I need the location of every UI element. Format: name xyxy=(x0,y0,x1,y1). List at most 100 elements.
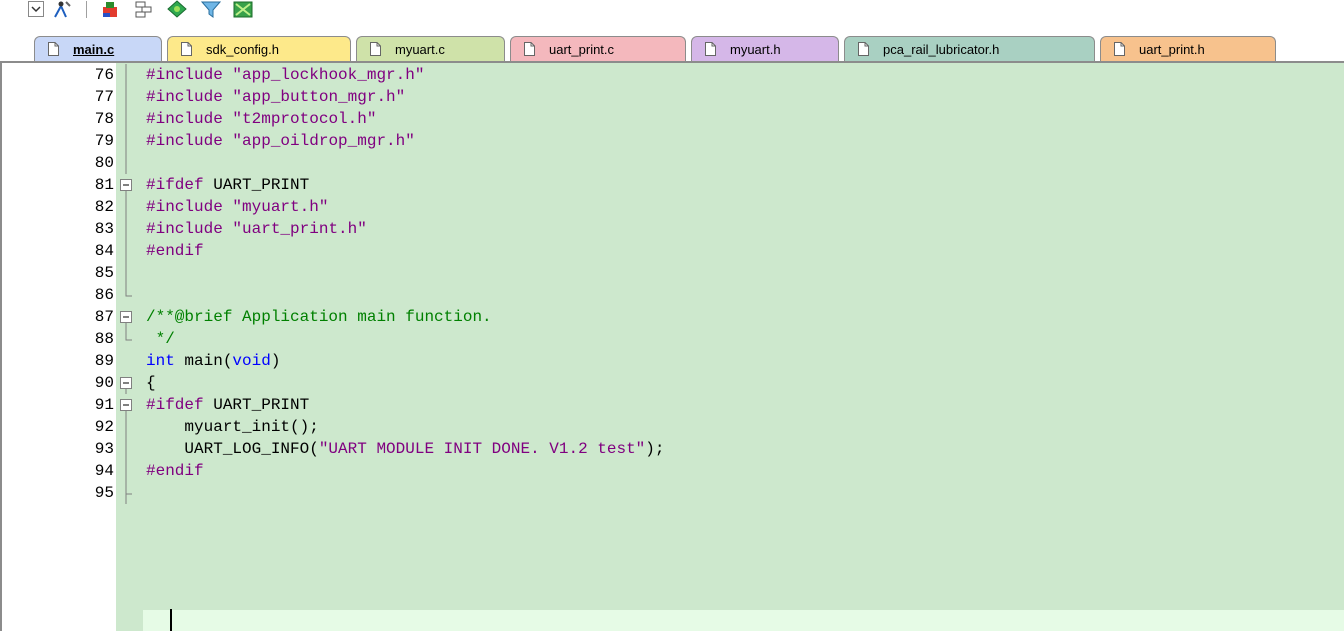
text-caret xyxy=(170,609,172,631)
code-text: #include "app_oildrop_mgr.h" xyxy=(146,130,415,152)
current-line-highlight xyxy=(143,610,1344,631)
filter-icon[interactable] xyxy=(200,0,222,18)
code-line: 85 xyxy=(0,262,1344,284)
line-number: 77 xyxy=(94,88,114,106)
code-line: 81#ifdef UART_PRINT xyxy=(0,174,1344,196)
fold-guide xyxy=(116,152,143,174)
tab-main-c[interactable]: main.c xyxy=(34,36,162,61)
line-number: 93 xyxy=(94,440,114,458)
line-number: 80 xyxy=(94,154,114,172)
fold-guide xyxy=(116,130,143,152)
code-line: 78 #include "t2mprotocol.h" xyxy=(0,108,1344,130)
line-number: 87 xyxy=(94,308,114,326)
code-token: #include xyxy=(146,88,233,106)
code-token: "app_lockhook_mgr.h" xyxy=(232,66,425,84)
fold-guide xyxy=(116,108,143,130)
code-line: 91#ifdef UART_PRINT xyxy=(0,394,1344,416)
toolbar-separator xyxy=(86,1,87,18)
fold-guide xyxy=(116,196,143,218)
line-number: 95 xyxy=(94,484,114,502)
editor-tab-bar: main.c sdk_config.h myuart.c uart_print.… xyxy=(0,33,1344,63)
code-token: "t2mprotocol.h" xyxy=(232,110,377,128)
code-token: void xyxy=(232,352,271,370)
line-number: 89 xyxy=(94,352,114,370)
line-number-gutter xyxy=(0,63,116,631)
fold-guide xyxy=(116,482,143,504)
tab-myuart-c[interactable]: myuart.c xyxy=(356,36,505,61)
line-number: 84 xyxy=(94,242,114,260)
code-token: /**@brief Application main function. xyxy=(146,308,492,326)
line-number: 88 xyxy=(94,330,114,348)
code-text: #include "app_button_mgr.h" xyxy=(146,86,405,108)
code-line: 90 { xyxy=(0,372,1344,394)
collapse-toggle-icon[interactable] xyxy=(116,372,143,394)
code-line: 92 myuart_init(); xyxy=(0,416,1344,438)
code-line: 88 */ xyxy=(0,328,1344,350)
file-icon xyxy=(524,42,535,56)
code-line: 86 xyxy=(0,284,1344,306)
dropdown-arrow-icon[interactable] xyxy=(28,0,44,18)
fold-guide xyxy=(116,460,143,482)
code-token: #include xyxy=(146,220,233,238)
code-text: { xyxy=(146,372,156,394)
fold-margin xyxy=(116,350,143,372)
code-line: 77 #include "app_button_mgr.h" xyxy=(0,86,1344,108)
batch-build-icon[interactable] xyxy=(166,0,188,18)
tab-label: sdk_config.h xyxy=(206,41,279,57)
line-number: 90 xyxy=(94,374,114,392)
pack-installer-icon[interactable] xyxy=(232,0,254,18)
line-number: 78 xyxy=(94,110,114,128)
fold-guide xyxy=(116,262,143,284)
tab-label: myuart.h xyxy=(730,41,781,57)
fold-guide xyxy=(116,438,143,460)
code-text: /**@brief Application main function. xyxy=(146,306,492,328)
file-icon xyxy=(858,42,869,56)
configure-tools-icon[interactable] xyxy=(52,0,72,18)
code-token: "app_button_mgr.h" xyxy=(232,88,406,106)
code-text: */ xyxy=(146,328,175,350)
code-token: */ xyxy=(146,330,175,348)
fold-guide xyxy=(116,64,143,86)
code-text: #include "uart_print.h" xyxy=(146,218,367,240)
code-text: myuart_init(); xyxy=(146,416,318,438)
code-token: { xyxy=(146,374,156,392)
collapse-toggle-icon[interactable] xyxy=(116,306,143,328)
line-number: 76 xyxy=(94,66,114,84)
fold-end-marker xyxy=(116,328,143,350)
code-token: main( xyxy=(174,352,233,370)
code-token: "app_oildrop_mgr.h" xyxy=(232,132,415,150)
line-number: 92 xyxy=(94,418,114,436)
code-token: UART_LOG_INFO( xyxy=(146,440,319,458)
tab-label: main.c xyxy=(73,41,115,57)
file-icon xyxy=(48,42,59,56)
line-number: 91 xyxy=(94,396,114,414)
code-token: #include xyxy=(146,110,233,128)
file-icon xyxy=(181,42,192,56)
tab-sdk-config-h[interactable]: sdk_config.h xyxy=(167,36,351,61)
code-line: 87 /**@brief Application main function. xyxy=(0,306,1344,328)
code-text: #ifdef UART_PRINT xyxy=(146,174,309,196)
file-icon xyxy=(705,42,716,56)
code-line: 76 #include "app_lockhook_mgr.h" xyxy=(0,64,1344,86)
build-toolbar xyxy=(0,0,1344,22)
tab-label: pca_rail_lubricator.h xyxy=(883,41,1000,57)
tab-myuart-h[interactable]: myuart.h xyxy=(691,36,839,61)
collapse-toggle-icon[interactable] xyxy=(116,394,143,416)
code-token: int xyxy=(146,352,175,370)
code-token: #endif xyxy=(146,462,204,480)
code-token: "UART MODULE INIT DONE. V1.2 test" xyxy=(318,440,646,458)
line-number: 82 xyxy=(94,198,114,216)
code-line: 84#endif xyxy=(0,240,1344,262)
code-token: #ifdef xyxy=(146,396,214,414)
code-editor[interactable]: 76 #include "app_lockhook_mgr.h" 77 #includ… xyxy=(0,63,1344,631)
tab-uart-print-c[interactable]: uart_print.c xyxy=(510,36,686,61)
collapse-toggle-icon[interactable] xyxy=(116,174,143,196)
code-text: #include "app_lockhook_mgr.h" xyxy=(146,64,424,86)
manage-project-icon[interactable] xyxy=(100,0,120,18)
file-icon xyxy=(1114,42,1125,56)
tab-pca-rail-lubricator-h[interactable]: pca_rail_lubricator.h xyxy=(844,36,1095,61)
code-line: 80 xyxy=(0,152,1344,174)
tab-uart-print-h[interactable]: uart_print.h xyxy=(1100,36,1276,61)
components-icon[interactable] xyxy=(134,0,154,18)
